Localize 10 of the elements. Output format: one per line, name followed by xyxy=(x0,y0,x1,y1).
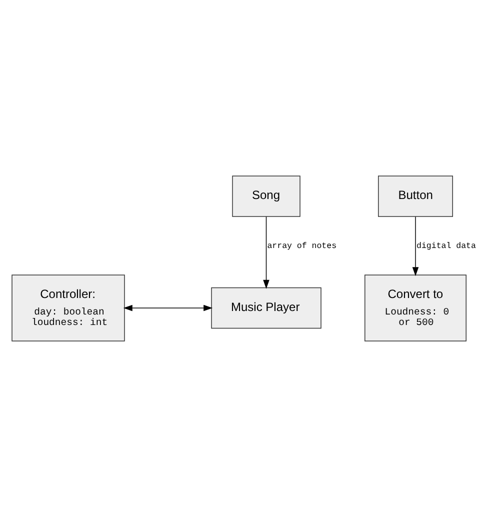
edge-label: digital data xyxy=(416,241,476,250)
node-box: Convert to Loudness: 0 or 500 xyxy=(364,274,466,341)
node-box: Controller: day: boolean loudness: int xyxy=(12,274,125,341)
node-box: Button xyxy=(378,175,453,216)
node-box: Song xyxy=(232,175,300,216)
arrow xyxy=(123,304,213,311)
edge-label: array of notes xyxy=(267,241,337,250)
arrow xyxy=(412,216,419,276)
node-box: Music Player xyxy=(211,286,322,328)
arrow xyxy=(263,216,270,288)
